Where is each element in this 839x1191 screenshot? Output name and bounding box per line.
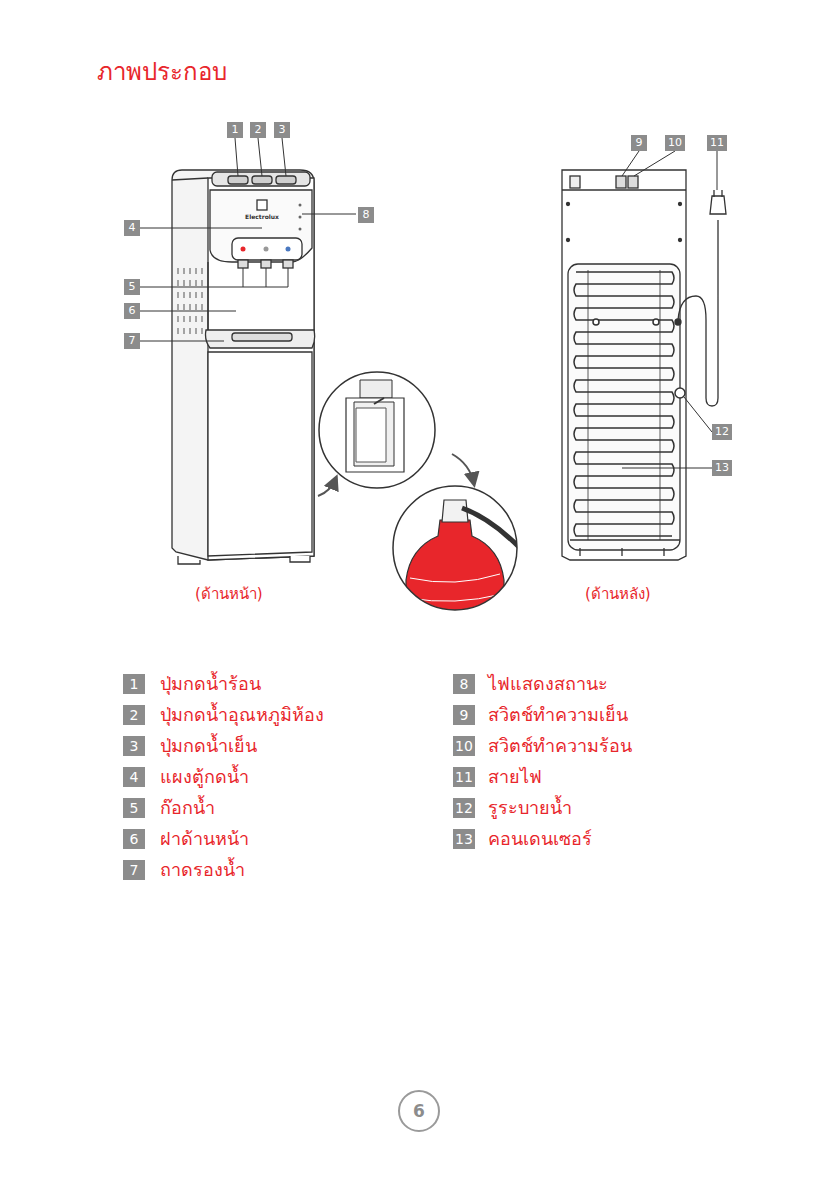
page-title: ภาพประกอบ [97,52,227,91]
part-name: สวิตช์ทำความร้อน [488,734,632,758]
legend-number: 2 [123,705,145,725]
part-name: ไฟแสดงสถานะ [488,672,608,696]
callout-number: 3 [274,122,290,138]
part-name: ก๊อกน้ำ [160,796,215,820]
callout-number: 5 [124,279,140,295]
legend-number: 7 [123,860,145,880]
callout-number: 12 [712,424,732,440]
part-name: ปุ่มกดน้ำอุณหภูมิห้อง [160,703,324,727]
legend-number: 10 [453,736,475,756]
part-name: ฝาด้านหน้า [160,827,249,851]
callout-number: 1 [227,122,243,138]
part-name: สวิตช์ทำความเย็น [488,703,628,727]
side-vents [178,268,202,334]
legend-number: 1 [123,674,145,694]
part-name: ถาดรองน้ำ [160,858,245,882]
legend-number: 4 [123,767,145,787]
callout-number: 11 [707,135,727,151]
leader-lines [140,138,356,341]
legend-number: 9 [453,705,475,725]
page-number-circle: 6 [397,1089,441,1133]
part-name: คอนเดนเซอร์ [488,827,592,851]
legend-number: 5 [123,798,145,818]
legend-number: 12 [453,798,475,818]
callout-number: 6 [124,303,140,319]
legend-number: 6 [123,829,145,849]
legend-number: 13 [453,829,475,849]
part-name: แผงตู้กดน้ำ [160,765,249,789]
arrow [318,478,336,496]
arrow [452,454,474,484]
callout-number: 2 [250,122,266,138]
power-cord [675,190,726,406]
dispenser-back [562,170,686,560]
part-name: ปุ่มกดน้ำร้อน [160,672,261,696]
part-name: รูระบายน้ำ [488,796,572,820]
brand-logo: Electrolux [240,213,284,220]
callout-number: 4 [124,220,140,236]
part-name: ปุ่มกดน้ำเย็น [160,734,257,758]
callout-number: 9 [631,135,647,151]
legend-number: 11 [453,767,475,787]
view-caption: (ด้านหลัง) [585,582,651,606]
callout-number: 7 [124,333,140,349]
dispenser-front [172,170,315,564]
legend-number: 8 [453,674,475,694]
callout-number: 13 [712,460,732,476]
page-number: 6 [397,1089,441,1133]
drain-hole [675,388,685,398]
detail-jug [319,372,435,488]
detail-bottle [393,486,520,620]
callout-number: 10 [665,135,685,151]
view-caption: (ด้านหน้า) [195,582,263,606]
leader-lines [622,151,717,468]
condenser-coil [574,270,674,540]
part-name: สายไฟ [488,765,542,789]
legend-number: 3 [123,736,145,756]
callout-number: 8 [358,207,374,223]
